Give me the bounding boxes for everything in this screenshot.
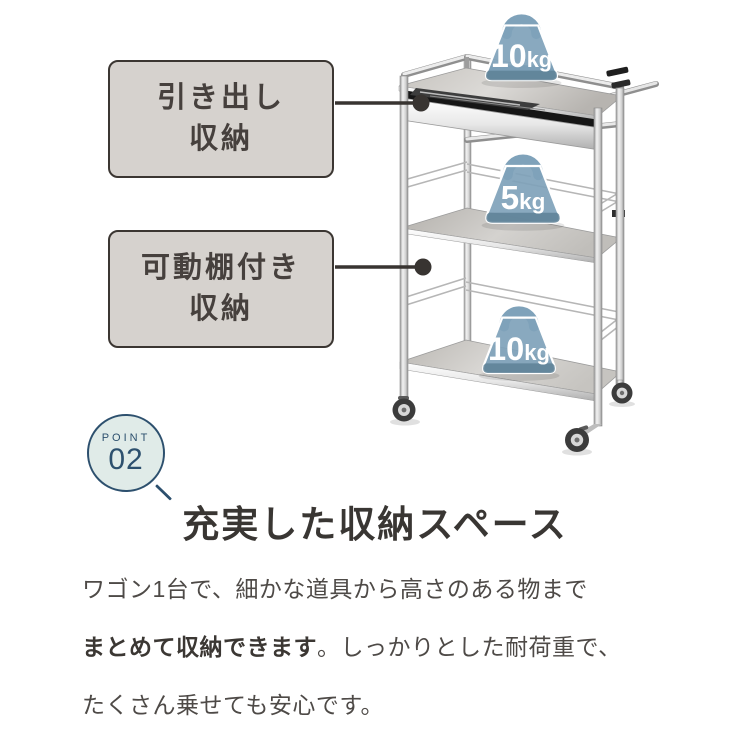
load-unit: kg	[527, 47, 552, 72]
drawer	[401, 88, 601, 151]
point-number: 02	[108, 442, 144, 476]
front-right-post	[593, 107, 603, 427]
leader-line-drawer	[335, 94, 430, 112]
svg-text:10kg: 10kg	[488, 331, 550, 367]
load-value: 10	[491, 38, 527, 74]
load-value: 5	[501, 180, 520, 217]
svg-text:5kg: 5kg	[501, 180, 546, 217]
callout-text-line2: 収納	[188, 293, 253, 325]
callout-drawer-storage: 引き出し 収納	[108, 60, 334, 178]
leader-dot	[412, 94, 430, 112]
weight-icon	[482, 304, 556, 375]
load-badge-top: 10kg	[481, 11, 562, 89]
section-body-text: ワゴン1台で、細かな道具から高さのある物まで まとめて収納できます。しっかりとし…	[82, 560, 682, 734]
load-value: 10	[488, 331, 524, 367]
weight-icon	[484, 11, 559, 82]
body-line-1: ワゴン1台で、細かな道具から高さのある物まで	[82, 576, 588, 602]
callout-movable-shelf-storage: 可動棚付き 収納	[108, 230, 334, 348]
wagon-cart	[390, 54, 659, 456]
load-unit: kg	[524, 340, 550, 365]
body-line-2: まとめて収納できます。しっかりとした耐荷重で、	[82, 618, 682, 676]
svg-text:10kg: 10kg	[491, 38, 552, 74]
callout-text-line1: 引き出し	[156, 82, 285, 114]
leader-line-movable-shelf	[335, 258, 432, 276]
front-left-post	[399, 75, 409, 401]
load-badge-bottom: 10kg	[478, 304, 560, 381]
body-line-2-bold: まとめて収納できます	[82, 634, 317, 660]
point-number-badge: POINT 02	[87, 414, 165, 492]
body-line-3: たくさん乗せても安心です。	[82, 692, 385, 718]
caster-front-right	[562, 424, 602, 456]
callout-text-line1: 可動棚付き	[140, 252, 301, 284]
caster-front-left	[390, 396, 420, 426]
caster-rear-right	[609, 379, 635, 407]
weight-icon	[485, 152, 561, 224]
load-badge-middle: 5kg	[481, 152, 565, 231]
leader-dot	[414, 258, 432, 276]
load-unit: kg	[519, 189, 545, 214]
point-label: POINT	[101, 431, 151, 444]
callout-text-line2: 収納	[188, 123, 253, 155]
section-heading: 充実した収納スペース	[182, 504, 568, 545]
body-line-2-rest: 。しっかりとした耐荷重で、	[317, 634, 622, 660]
rear-right-post	[615, 87, 625, 385]
